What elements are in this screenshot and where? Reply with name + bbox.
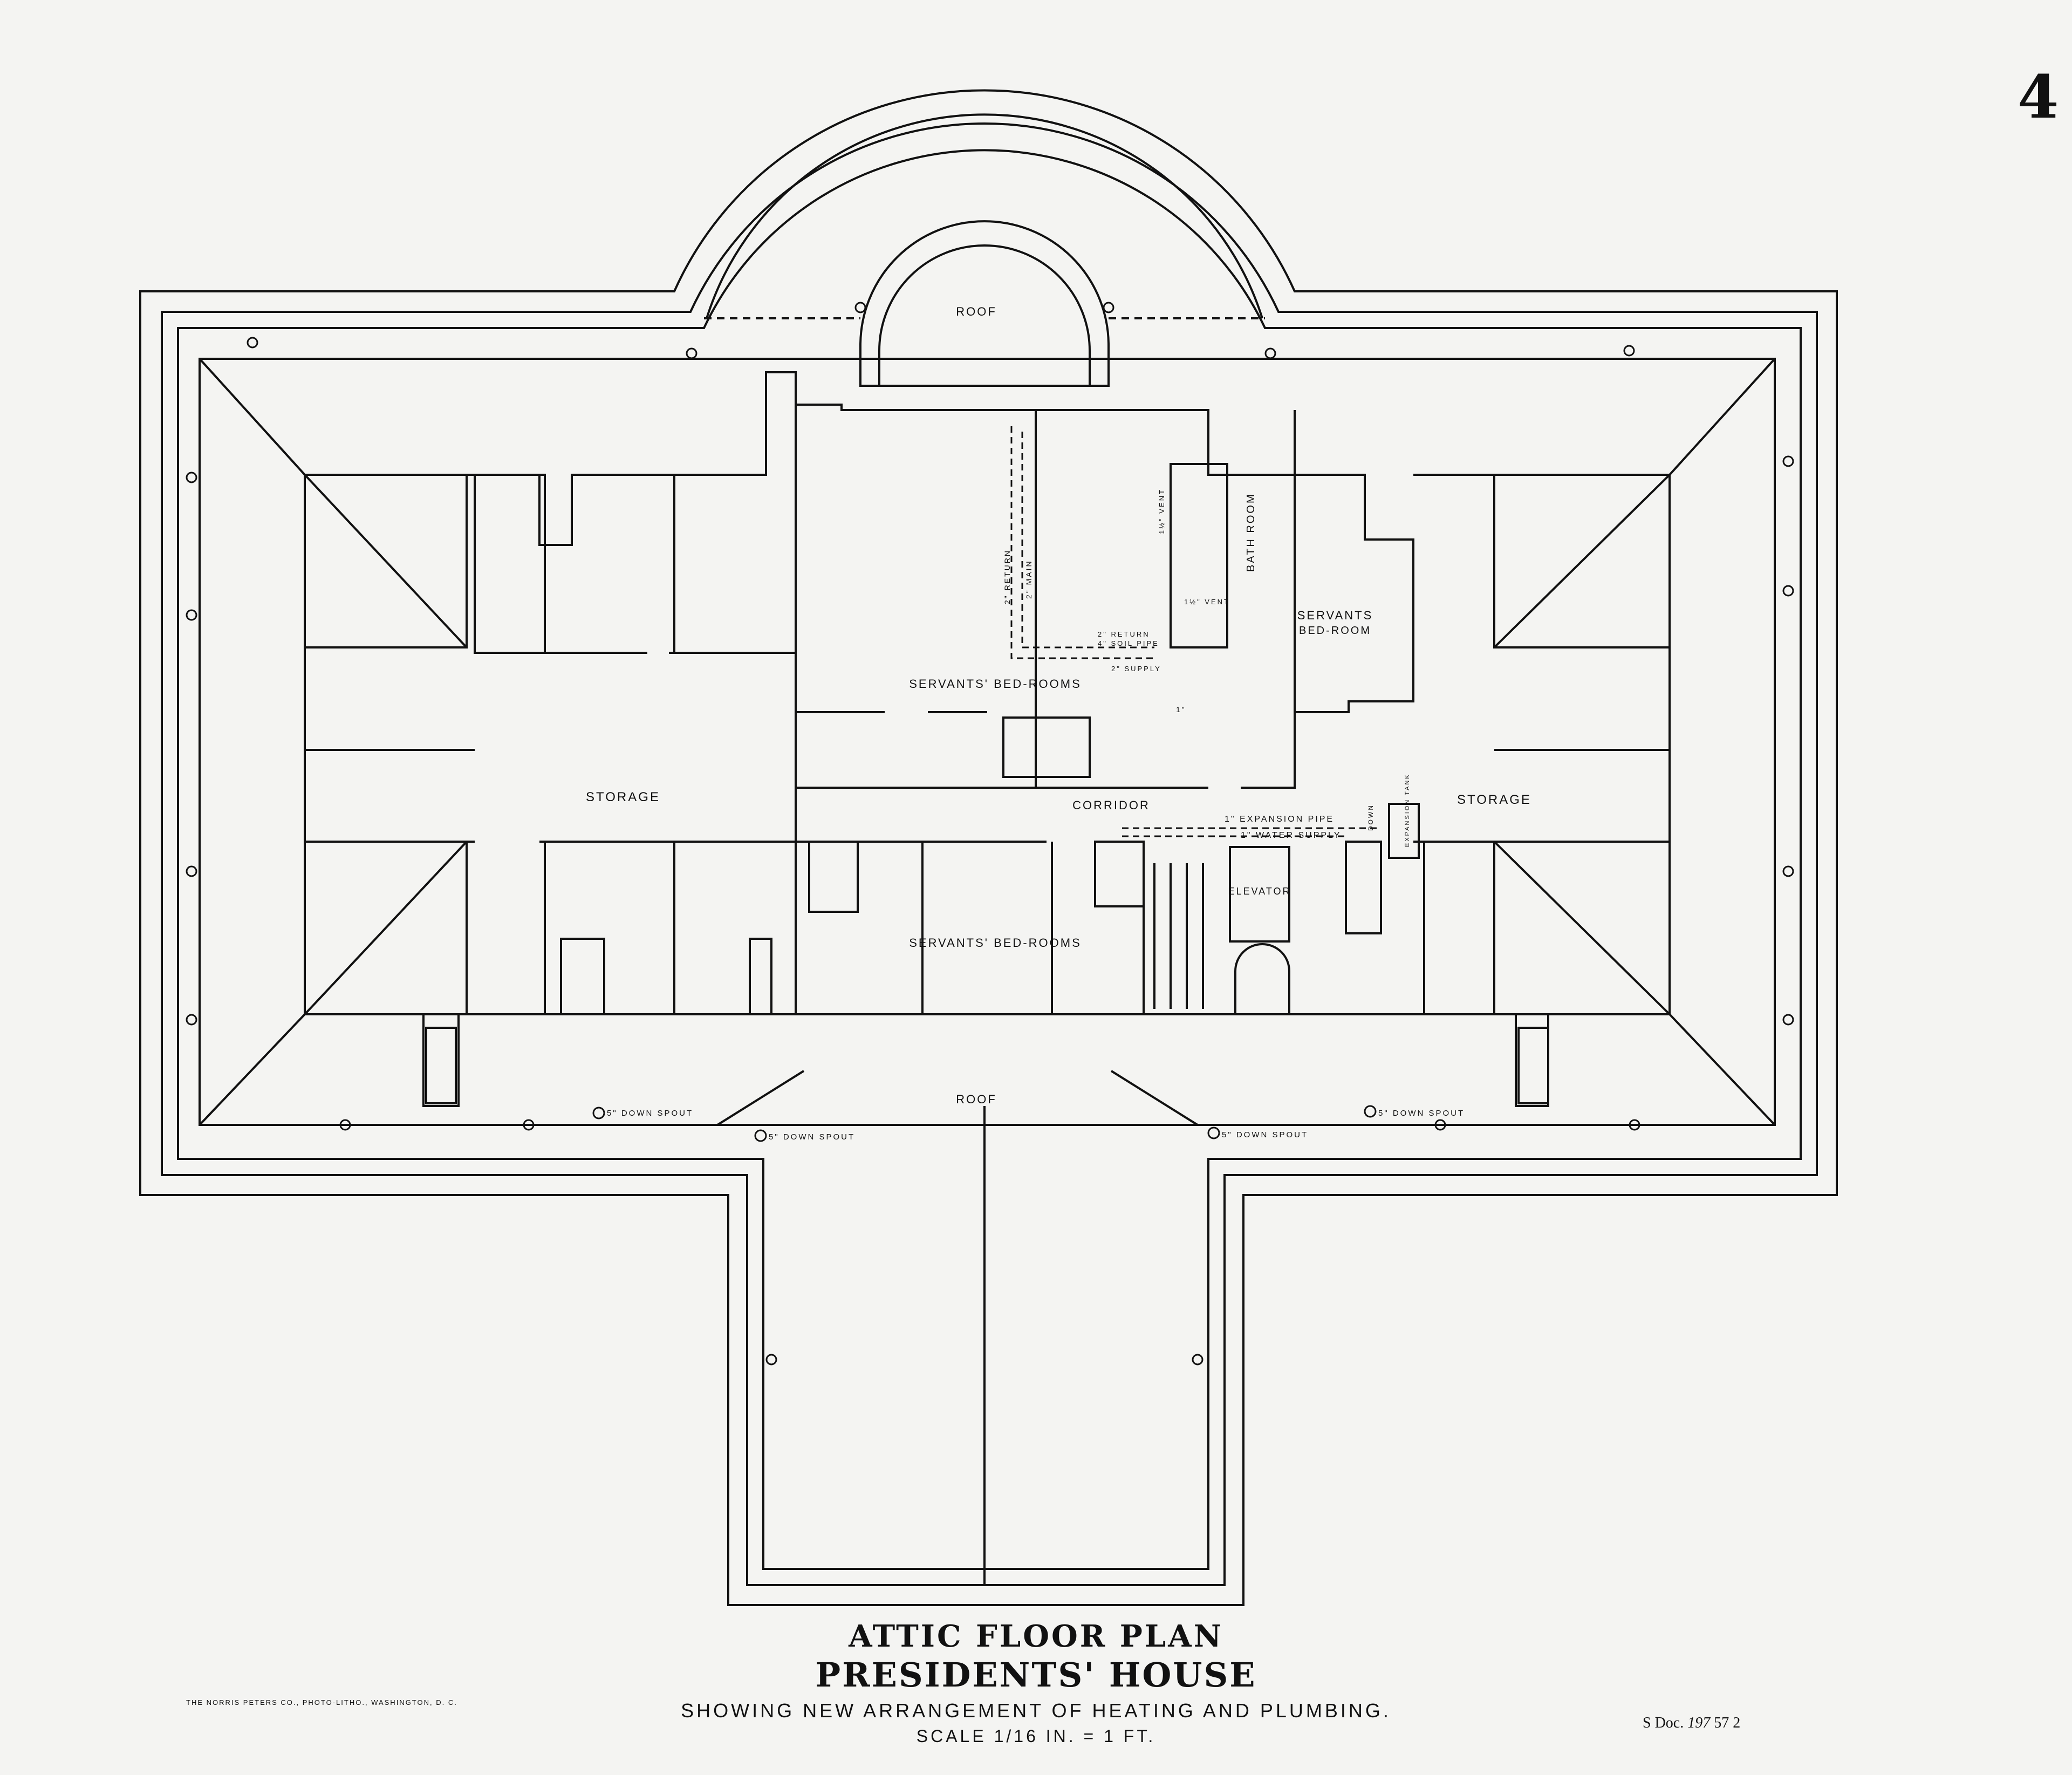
title-line-1: ATTIC FLOOR PLAN — [849, 1619, 1223, 1654]
stair-left — [425, 1027, 457, 1104]
sheet-number: 4 — [2018, 62, 2059, 132]
label-return-soil: 2" RETURN — [1098, 630, 1150, 638]
label-water-supply: 1" WATER SUPPLY — [1241, 831, 1341, 840]
label-bath-room: BATH ROOM — [1245, 493, 1257, 572]
circle-markers — [186, 302, 1794, 1366]
label-down-spout-4: 5" DOWN SPOUT — [1378, 1109, 1465, 1118]
hip-line-bl — [199, 1013, 306, 1126]
title-line-2: PRESIDENTS' HOUSE — [815, 1655, 1257, 1695]
storage-cell-mid — [474, 474, 546, 654]
closet-2 — [1002, 716, 1091, 778]
diag-bl — [304, 841, 468, 1015]
hip-line-tl — [199, 358, 306, 476]
storage-cell-tl — [304, 474, 468, 648]
storage-cell-tr — [1493, 474, 1671, 648]
label-vent-2: 1½" VENT — [1184, 598, 1230, 606]
roof-outline-outer — [139, 89, 1838, 1606]
label-servants-top: SERVANTS' BED-ROOMS — [909, 677, 1082, 691]
label-down-spout-1: 5" DOWN SPOUT — [607, 1109, 693, 1118]
hip-line-tr — [1668, 358, 1776, 476]
label-down-spout-2: 5" DOWN SPOUT — [769, 1132, 855, 1142]
label-elevator: ELEVATOR — [1228, 886, 1291, 897]
hip-line-c2 — [1110, 1070, 1199, 1126]
pipe-main — [1021, 432, 1154, 648]
label-expansion-tank: EXPANSION TANK — [1404, 773, 1411, 847]
label-servants-right-1: SERVANTS — [1297, 609, 1373, 622]
elevator-shaft — [1229, 846, 1290, 943]
elevator-pit — [1234, 943, 1290, 1014]
label-storage-right: STORAGE — [1457, 793, 1531, 807]
label-roof-bottom: ROOF — [956, 1093, 997, 1106]
doc-session: 2 — [1733, 1715, 1741, 1731]
chimney-l2 — [749, 938, 772, 1015]
hip-line-c1 — [716, 1070, 805, 1126]
storage-left-walls — [304, 371, 797, 1107]
closet-1 — [808, 841, 859, 913]
hip-line-br — [1668, 1013, 1776, 1126]
room-bath — [1170, 463, 1228, 648]
label-down-spout-3: 5" DOWN SPOUT — [1222, 1130, 1308, 1139]
label-supply-pipe: 2" SUPPLY — [1111, 665, 1161, 673]
closet-3 — [1094, 841, 1145, 907]
chimney-l1 — [560, 938, 605, 1015]
label-vent-1: 1½" VENT — [1158, 488, 1166, 534]
stair-right — [1345, 841, 1382, 934]
label-expansion-pipe: 1" EXPANSION PIPE — [1225, 815, 1334, 824]
label-servants-right-2: BED-ROOM — [1299, 625, 1371, 637]
servants-central-walls — [796, 404, 1414, 789]
title-line-3: SHOWING NEW ARRANGEMENT OF HEATING AND P… — [681, 1699, 1391, 1722]
label-roof-top: ROOF — [956, 305, 997, 318]
stair-bottom-right — [1517, 1027, 1549, 1104]
title-scale: SCALE 1/16 IN. = 1 FT. — [916, 1726, 1156, 1746]
label-return-pipe: 2" RETURN — [1003, 549, 1011, 604]
label-soil-pipe: 4" SOIL PIPE — [1098, 639, 1159, 647]
diag-br — [1493, 841, 1671, 1015]
pipe-return — [1010, 426, 1154, 659]
storage-cell-br — [1493, 841, 1671, 1015]
roof-outline-mid — [161, 122, 1818, 1586]
label-down: DOWN — [1367, 804, 1375, 831]
label-main-pipe: 2" MAIN — [1024, 559, 1033, 599]
storage-right-walls — [1413, 474, 1671, 1107]
doc-congress: 57 — [1714, 1715, 1729, 1731]
roof-outline-inner — [177, 149, 1802, 1570]
diag-tl — [304, 474, 468, 648]
label-pipe-1in: 1" — [1176, 705, 1186, 714]
dome-roof-inner — [878, 244, 1091, 386]
tank — [1388, 803, 1420, 859]
doc-number: 197 — [1687, 1715, 1711, 1731]
dome-roof-outer — [859, 220, 1110, 387]
dome-arc-1 — [706, 113, 1263, 319]
diag-tr — [1493, 474, 1671, 648]
doc-prefix: S Doc. — [1643, 1715, 1684, 1731]
label-corridor: CORRIDOR — [1072, 798, 1150, 812]
label-storage-left: STORAGE — [586, 790, 660, 804]
label-servants-bottom: SERVANTS' BED-ROOMS — [909, 936, 1082, 950]
printer-credit: THE NORRIS PETERS CO., PHOTO-LITHO., WAS… — [186, 1698, 457, 1706]
document-reference: S Doc. 197 57 2 — [1643, 1715, 1740, 1732]
